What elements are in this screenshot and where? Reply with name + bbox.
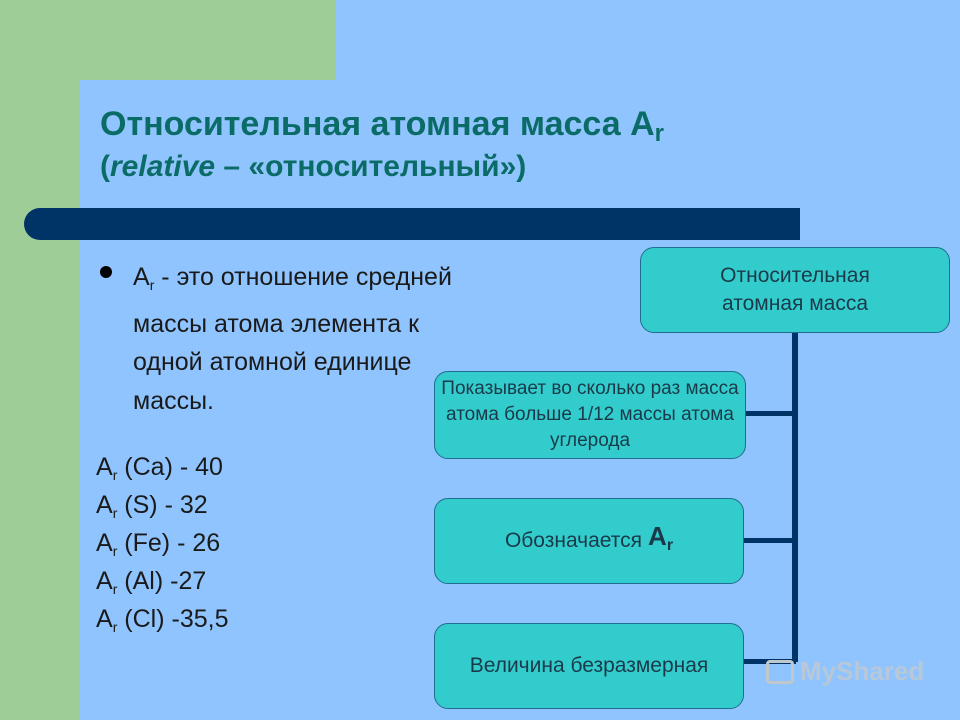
diagram-item-box: Обозначается Ar [434,498,744,584]
diagram-connector [744,411,796,416]
example-line: Ar (Fe) - 26 [96,529,221,559]
diagram-trunk-line [792,331,798,662]
diagram-connector [742,538,796,543]
slide-subtitle: (relative – «относительный») [100,150,527,183]
example-line: Ar (Ca) - 40 [96,453,223,483]
green-corner-block [80,0,336,80]
presentation-icon [766,659,794,684]
diagram-root-box: Относительная атомная масса [640,247,950,333]
green-side-strip [0,0,80,720]
watermark-logo: MyShared [766,656,924,687]
definition-text: Ar - это отношение средней массы атома э… [133,263,452,415]
title-divider-bar [24,208,800,240]
example-line: Ar (S) - 32 [96,491,208,521]
example-line: Ar (Al) -27 [96,567,207,597]
bullet-dot [100,266,112,278]
slide-title: Относительная атомная масса Ar [100,105,664,147]
diagram-item-box: Показывает во сколько раз масса атома бо… [434,371,746,459]
diagram-item-box: Величина безразмерная [434,623,744,709]
example-line: Ar (Cl) -35,5 [96,605,229,635]
